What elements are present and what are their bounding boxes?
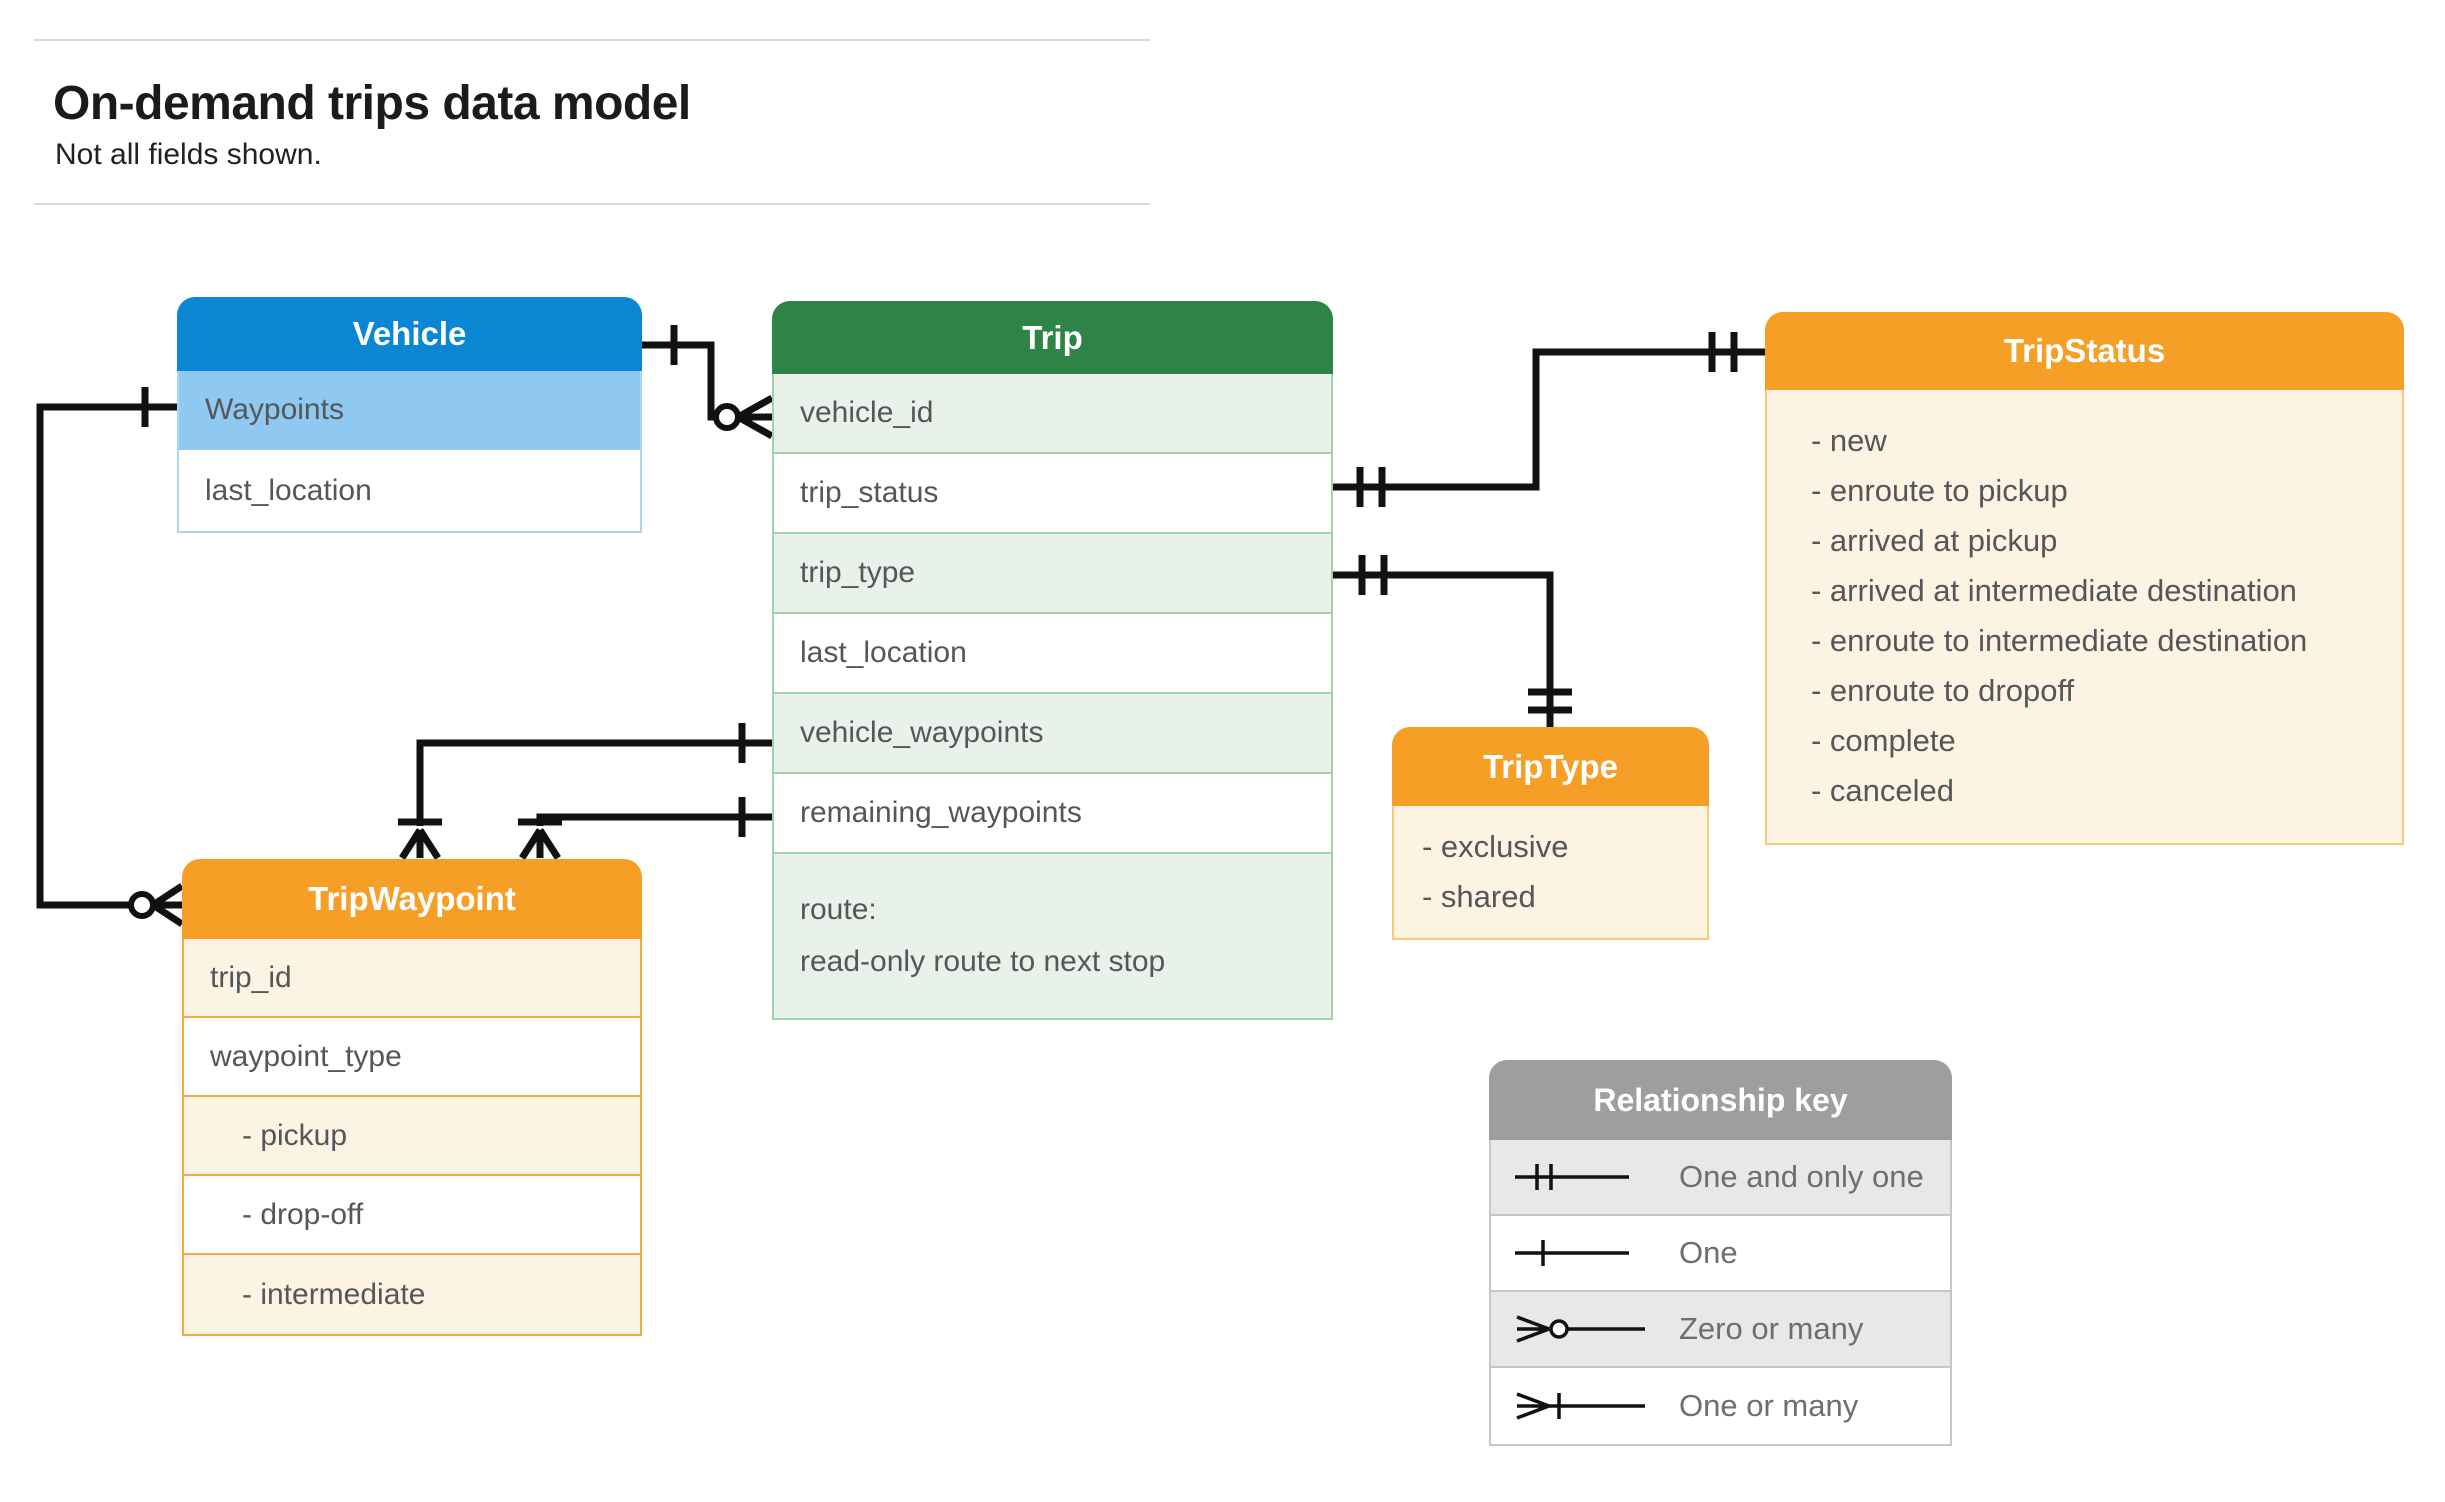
connector-vehicle-waypoints-to-tripwaypoint <box>36 387 184 927</box>
trip-row-trip-status: trip_status <box>774 454 1331 534</box>
entity-vehicle-header: Vehicle <box>177 297 642 371</box>
tripstatus-value: - enroute to pickup <box>1811 473 2068 508</box>
crow-foot-icon <box>736 394 774 440</box>
connector-trip-type-to-triptype <box>1333 555 1572 727</box>
tripstatus-value: - complete <box>1811 723 1956 758</box>
one-or-many-icon <box>1516 1392 1645 1420</box>
triptype-value: - exclusive <box>1422 829 1569 864</box>
trip-row-vehicle-waypoints: vehicle_waypoints <box>774 694 1331 774</box>
zero-circle-icon <box>713 403 741 431</box>
tripstatus-value: - arrived at intermediate destination <box>1811 573 2297 608</box>
entity-tripwaypoint-header: TripWaypoint <box>182 859 642 939</box>
vehicle-row-waypoints: Waypoints <box>179 371 640 450</box>
legend-row-one-or-many: One or many <box>1491 1368 1950 1444</box>
triptype-value: - shared <box>1422 879 1536 914</box>
tripstatus-values: - new - enroute to pickup - arrived at p… <box>1765 390 2404 845</box>
entity-vehicle: Vehicle Waypoints last_location <box>177 297 642 533</box>
vehicle-row-last-location: last_location <box>179 450 640 531</box>
trip-row-last-location: last_location <box>774 614 1331 694</box>
tripstatus-value: - new <box>1811 423 1887 458</box>
entity-tripstatus: TripStatus - new - enroute to pickup - a… <box>1765 312 2404 845</box>
legend-label: One and only one <box>1679 1159 1924 1194</box>
crow-foot-icon <box>399 828 441 860</box>
legend-row-one-and-only-one: One and only one <box>1491 1140 1950 1216</box>
entity-triptype-header: TripType <box>1392 727 1709 806</box>
trip-row-vehicle-id: vehicle_id <box>774 374 1331 454</box>
trip-row-route: route: read-only route to next stop <box>774 854 1331 1018</box>
tripstatus-value: - arrived at pickup <box>1811 523 2058 558</box>
entity-tripwaypoint: TripWaypoint trip_id waypoint_type - pic… <box>182 859 642 1336</box>
legend-label: One or many <box>1679 1388 1859 1423</box>
one-icon <box>1515 1240 1629 1266</box>
trip-route-label: route: <box>800 893 877 926</box>
tripstatus-value: - canceled <box>1811 773 1955 808</box>
legend-label: Zero or many <box>1679 1311 1864 1346</box>
tripwaypoint-row-pickup: - pickup <box>184 1097 640 1176</box>
zero-circle-icon <box>128 891 156 919</box>
tripwaypoint-row-drop-off: - drop-off <box>184 1176 640 1255</box>
tripwaypoint-row-waypoint-type: waypoint_type <box>184 1018 640 1097</box>
legend-row-one: One <box>1491 1216 1950 1292</box>
tripwaypoint-row-trip-id: trip_id <box>184 939 640 1018</box>
tripstatus-value: - enroute to intermediate destination <box>1811 623 2308 658</box>
entity-tripstatus-header: TripStatus <box>1765 312 2404 390</box>
entity-triptype: TripType - exclusive - shared <box>1392 727 1709 940</box>
one-and-only-one-icon <box>1515 1164 1629 1190</box>
connector-trip-status-to-tripstatus <box>1333 332 1765 507</box>
trip-route-description: read-only route to next stop <box>800 945 1166 978</box>
zero-or-many-icon <box>1516 1315 1645 1343</box>
page-subtitle: Not all fields shown. <box>55 138 322 171</box>
entity-trip: Trip vehicle_id trip_status trip_type la… <box>772 301 1333 1020</box>
crow-foot-icon <box>151 883 184 927</box>
top-divider <box>34 39 1150 41</box>
connector-vehicle-to-trip <box>642 325 774 440</box>
connector-trip-remaining-waypoints-to-tripwaypoint <box>518 797 772 860</box>
bottom-divider <box>34 203 1150 205</box>
tripstatus-value: - enroute to dropoff <box>1811 673 2075 708</box>
legend-row-zero-or-many: Zero or many <box>1491 1292 1950 1368</box>
page-title: On-demand trips data model <box>53 77 691 130</box>
trip-row-trip-type: trip_type <box>774 534 1331 614</box>
connector-trip-vehicle-waypoints-to-tripwaypoint <box>398 723 772 860</box>
relationship-key-header: Relationship key <box>1489 1060 1952 1140</box>
triptype-values: - exclusive - shared <box>1392 806 1709 940</box>
entity-trip-header: Trip <box>772 301 1333 374</box>
crow-foot-icon <box>519 828 561 860</box>
relationship-key: Relationship key One and only one One Ze… <box>1489 1060 1952 1446</box>
tripwaypoint-row-intermediate: - intermediate <box>184 1255 640 1334</box>
trip-row-remaining-waypoints: remaining_waypoints <box>774 774 1331 854</box>
legend-label: One <box>1679 1235 1738 1270</box>
